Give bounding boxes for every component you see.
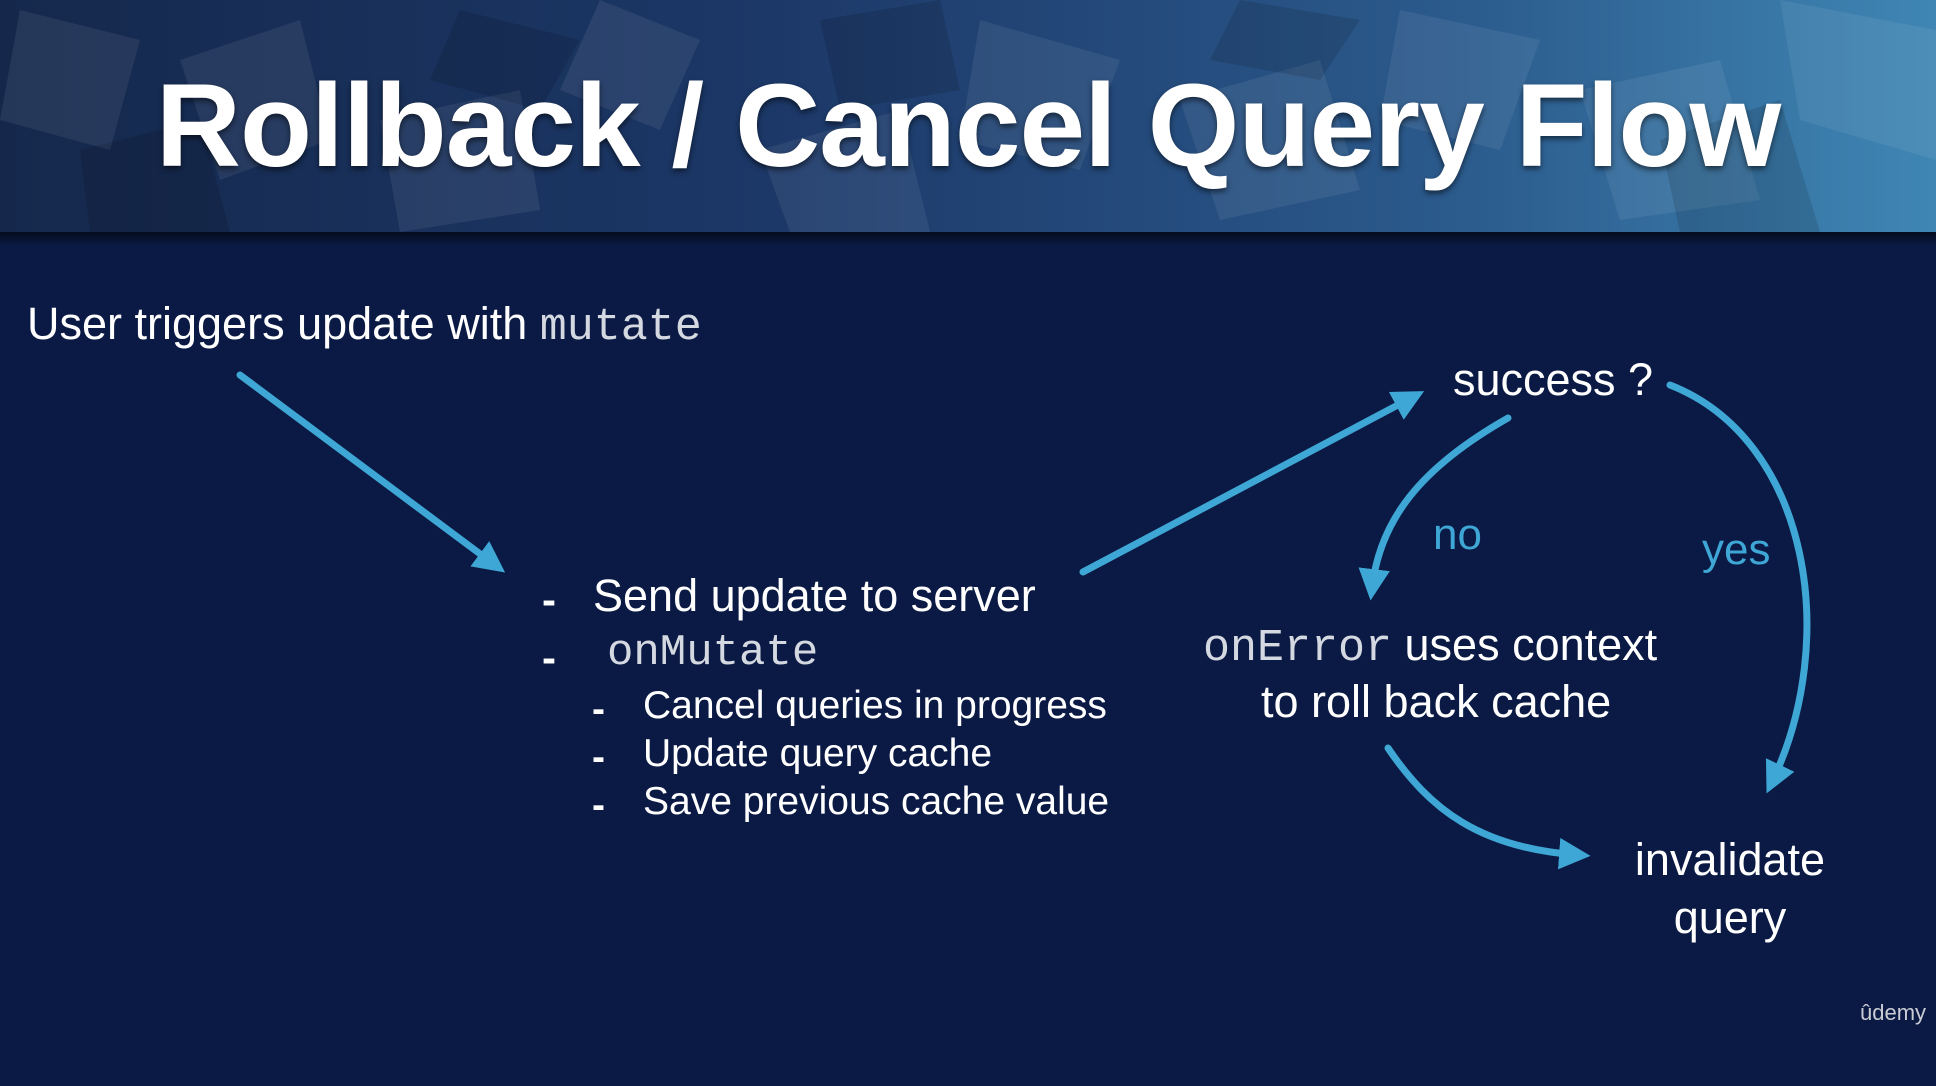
invalidate-line-2: query [1673,892,1787,943]
step-send-update: Send update to server [593,570,1036,621]
step-bullet: - [542,634,556,681]
substep-update-cache: Update query cache [643,732,993,775]
step-onmutate-code: onMutate [607,628,819,678]
error-line-1: onError uses context [1203,619,1657,674]
trigger-code: mutate [539,302,702,353]
udemy-logo: ûdemy [1860,1000,1927,1025]
substep-cancel-queries: Cancel queries in progress [643,684,1107,727]
substep-save-previous: Save previous cache value [643,780,1110,823]
step-bullet: - [542,576,556,623]
trigger-label: User triggers update with [27,298,540,349]
decision-success: success ? [1453,354,1654,405]
substep-bullet: - [592,736,605,779]
error-code: onError [1203,623,1393,674]
branch-label-no: no [1433,510,1482,559]
header-banner [0,0,1936,232]
trigger-text: User triggers update with mutate [27,298,702,353]
error-text: uses context [1392,619,1658,670]
branch-label-yes: yes [1702,525,1771,574]
arrow-steps-to-decision [1079,391,1425,576]
invalidate-line-1: invalidate [1634,834,1826,885]
error-line-2: to roll back cache [1261,676,1612,727]
slide-title: Rollback / Cancel Query Flow [155,60,1781,192]
arrow-yes-branch [1666,381,1811,794]
header-texture [0,0,1936,232]
arrow-trigger-to-steps [236,371,506,573]
header-shadow [0,232,1936,246]
arrow-no-branch [1358,414,1512,601]
arrow-error-to-invalidate [1384,744,1591,870]
substep-bullet: - [592,784,605,827]
substep-bullet: - [592,688,605,731]
